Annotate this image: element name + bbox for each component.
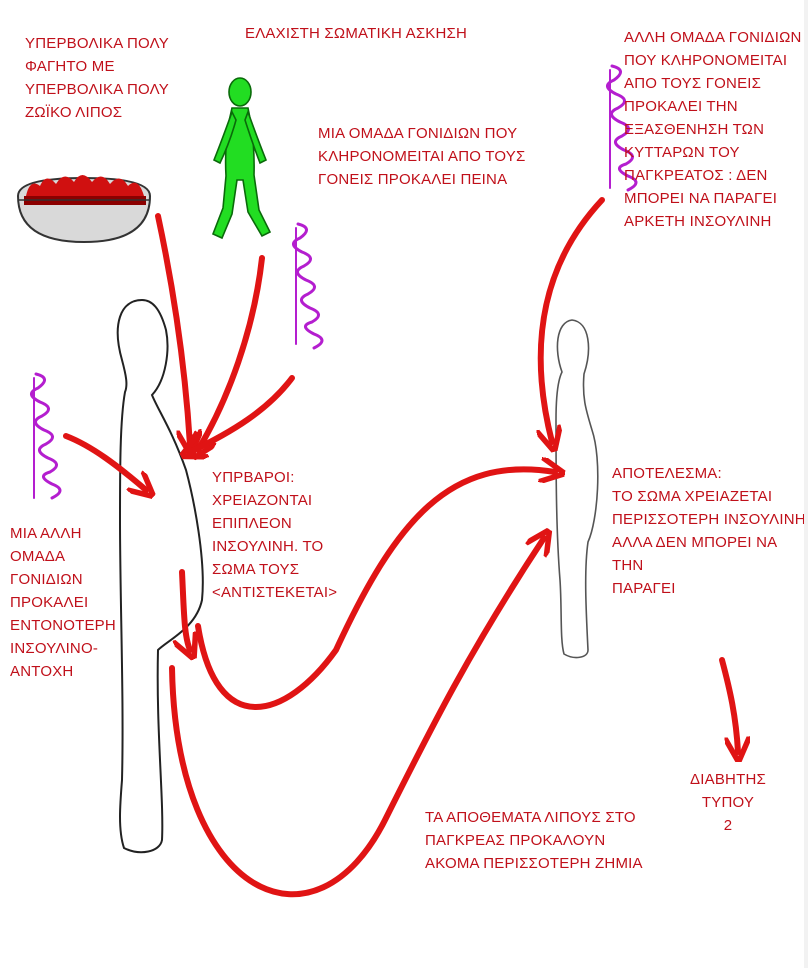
arrow-pancreas-genes-to-diabetic — [541, 200, 602, 442]
fat-deposits-label: ΤΑ ΑΠΟΘΕΜΑΤΑ ΛΙΠΟΥΣ ΣΤΟ ΠΑΓΚΡΕΑΣ ΠΡΟΚΑΛΟ… — [425, 806, 643, 875]
walking-person-icon — [213, 78, 270, 238]
image-border — [804, 0, 808, 968]
dna-spiral-icon — [293, 224, 322, 348]
hunger-genes-label: ΜΙΑ ΟΜΑΔΑ ΓΟΝΙΔΙΩΝ ΠΟΥ ΚΛΗΡΟΝΟΜΕΙΤΑΙ ΑΠΟ… — [318, 122, 525, 191]
arrow-result-to-diabetes — [722, 660, 738, 752]
arrow-resistance-genes-to-body — [66, 436, 146, 490]
arrow-food-to-body — [158, 216, 190, 445]
pancreas-genes-label: ΑΛΛΗ ΟΜΑΔΑ ΓΟΝΙΔΙΩΝ ΠΟΥ ΚΛΗΡΟΝΟΜΕΙΤΑΙ ΑΠ… — [624, 26, 802, 233]
arrow-exercise-to-body — [198, 258, 262, 450]
diabetes-type2-label: ΔΙΑΒΗΤΗΣ ΤΥΠΟΥ 2 — [680, 768, 776, 837]
exercise-label: ΕΛΑΧΙΣΤΗ ΣΩΜΑΤΙΚΗ ΑΣΚΗΣΗ — [245, 22, 467, 45]
dna-spiral-icon — [31, 374, 60, 498]
result-label: ΑΠΟΤΕΛΕΣΜΑ: ΤΟ ΣΩΜΑ ΧΡΕΙΑΖΕΤΑΙ ΠΕΡΙΣΣΟΤΕ… — [612, 462, 808, 600]
diabetic-person-outline — [556, 320, 598, 657]
overweight-person-outline — [118, 300, 203, 852]
overweight-label: ΥΠΡΒΑΡΟΙ: ΧΡΕΙΑΖΟΝΤΑΙ ΕΠΙΠΛΕΟΝ ΙΝΣΟΥΛΙΝΗ… — [212, 466, 337, 604]
resistance-genes-label: ΜΙΑ ΑΛΛΗ ΟΜΑΔΑ ΓΟΝΙΔΙΩΝ ΠΡΟΚΑΛΕΙ ΕΝΤΟΝΟΤ… — [10, 522, 116, 683]
fatty-food-label: ΥΠΕΡΒΟΛΙΚΑ ΠΟΛΥ ΦΑΓΗΤΟ ΜΕ ΥΠΕΡΒΟΛΙΚΑ ΠΟΛ… — [25, 32, 169, 124]
arrow-body-down — [182, 572, 190, 650]
fatty-food-plate-icon — [18, 175, 150, 242]
